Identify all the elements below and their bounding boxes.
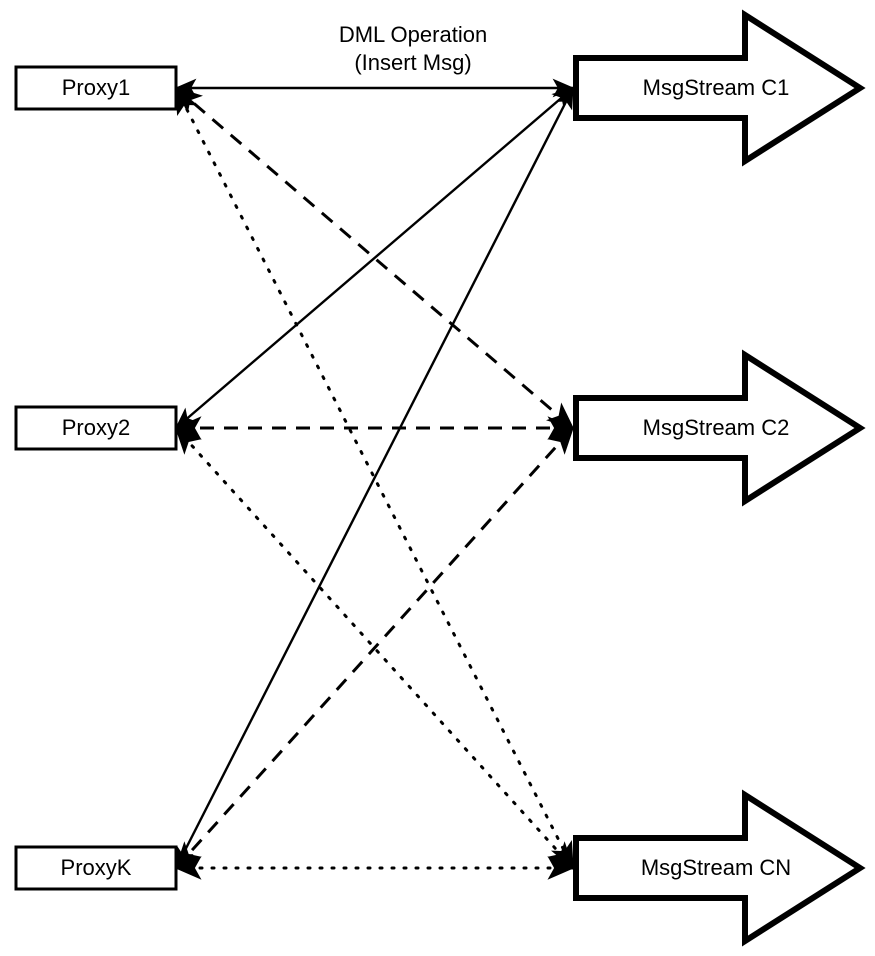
- edge-line-dashed: [174, 426, 575, 870]
- stream-nodes-layer: MsgStream C1 MsgStream C2 MsgStream CN: [573, 9, 866, 947]
- proxy-box: [14, 845, 178, 891]
- proxy-label: Proxy2: [62, 415, 130, 440]
- proxy-node-proxy2[interactable]: Proxy2: [14, 405, 178, 451]
- stream-label: MsgStream CN: [641, 855, 791, 880]
- stream-node-stream_c1[interactable]: MsgStream C1: [573, 9, 866, 167]
- edges-layer: [174, 78, 575, 880]
- proxy-node-proxy1[interactable]: Proxy1: [14, 65, 178, 111]
- proxy-box: [14, 405, 178, 451]
- stream-arrow-shape: [573, 9, 866, 167]
- stream-arrow-shape: [573, 789, 866, 947]
- dml-operation-label-line1: DML Operation: [339, 22, 487, 47]
- proxy-box: [14, 65, 178, 111]
- proxy-label: Proxy1: [62, 75, 130, 100]
- stream-node-stream_c2[interactable]: MsgStream C2: [573, 349, 866, 507]
- stream-node-stream_cn[interactable]: MsgStream CN: [573, 789, 866, 947]
- stream-label: MsgStream C2: [643, 415, 790, 440]
- stream-label: MsgStream C1: [643, 75, 790, 100]
- dml-operation-label-line2: (Insert Msg): [354, 50, 471, 75]
- proxy-node-proxyK[interactable]: ProxyK: [14, 845, 178, 891]
- proxy-label: ProxyK: [61, 855, 132, 880]
- stream-arrow-shape: [573, 349, 866, 507]
- edge-pk-c2: [174, 426, 575, 870]
- dml-operation-label: DML Operation (Insert Msg): [339, 22, 487, 75]
